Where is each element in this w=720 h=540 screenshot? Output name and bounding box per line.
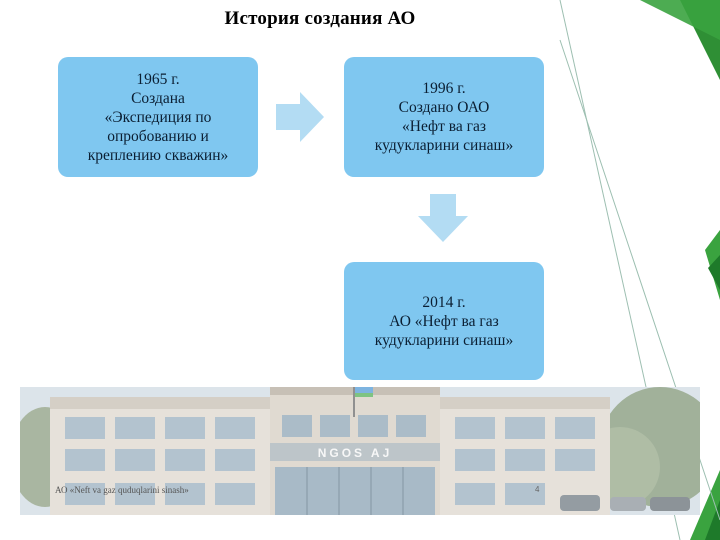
footer-company-name: АО «Neft va gaz quduqlarini sinash»	[55, 485, 189, 495]
box-line: 1965 г.	[136, 70, 180, 88]
timeline-box-1965: 1965 г. Создана «Экспедиция по опробован…	[58, 57, 258, 177]
building-photo: NGOS AJ	[20, 387, 700, 515]
timeline-box-1996: 1996 г. Создано ОАО «Нефт ва газ кудукла…	[344, 57, 544, 177]
slide-title: История создания АО	[224, 8, 416, 29]
box-line: креплению скважин»	[87, 146, 229, 164]
triangle-medium	[640, 0, 720, 40]
box-line: Создано ОАО	[398, 99, 490, 116]
box-line: кудукларини синаш»	[374, 137, 514, 154]
building-illustration: NGOS AJ	[20, 387, 700, 515]
arrow-down-icon	[418, 194, 468, 242]
photo-overlay	[20, 387, 700, 515]
timeline-box-2014: 2014 г. АО «Нефт ва газ кудукларини сина…	[344, 262, 544, 380]
triangle-small-right	[708, 255, 720, 290]
box-line: 2014 г.	[422, 293, 466, 311]
building-sign: NGOS AJ	[318, 446, 393, 460]
page-number: 4	[535, 485, 540, 494]
box-line: «Экспедиция по	[104, 108, 212, 126]
box-line: Создана	[131, 89, 185, 107]
box-line: 1996 г.	[422, 80, 466, 97]
box-line: «Нефт ва газ	[402, 118, 486, 135]
box-line: кудукларини синаш»	[374, 331, 514, 349]
box-line: АО «Нефт ва газ	[389, 312, 499, 330]
box-line: опробованию и	[107, 127, 209, 145]
arrow-right-icon	[276, 92, 324, 142]
